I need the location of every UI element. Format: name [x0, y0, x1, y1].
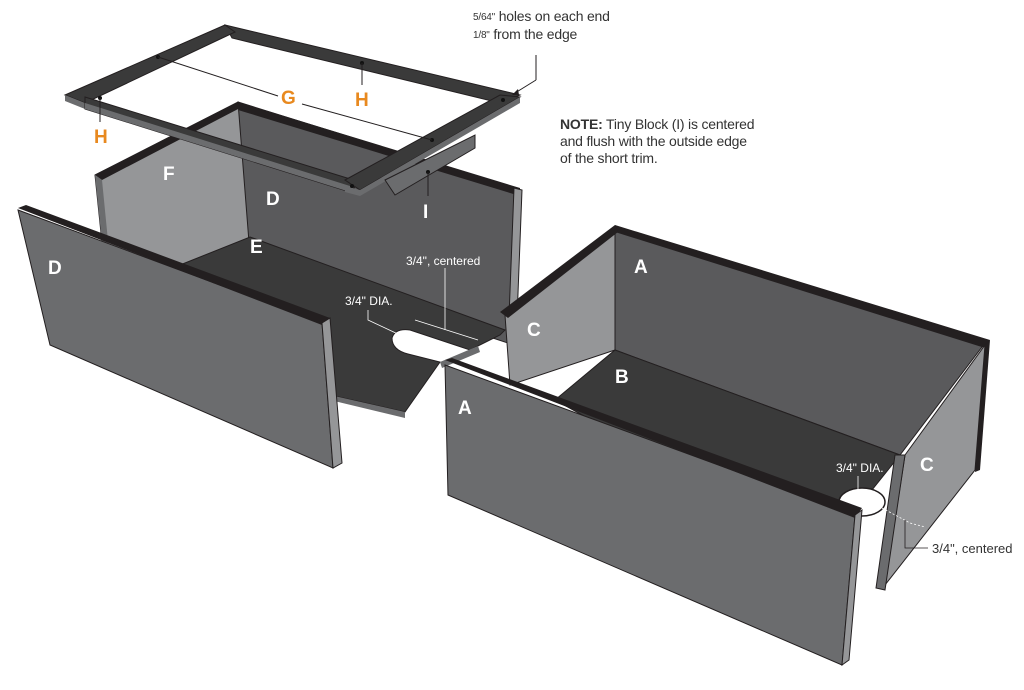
callout-text-1: holes on each end	[495, 8, 610, 24]
dim-right-hole-centered: 3/4", centered	[932, 541, 1013, 556]
left-front-panel	[17, 205, 343, 469]
dim-left-notch-centered: 3/4", centered	[406, 254, 480, 268]
label-G: G	[281, 88, 296, 109]
label-F: F	[163, 164, 175, 185]
note-line-3: of the short trim.	[560, 150, 658, 166]
right-front-panel	[444, 358, 863, 667]
label-A-front: A	[458, 398, 472, 419]
dim-left-notch-dia: 3/4" DIA.	[345, 294, 393, 308]
label-I: I	[423, 202, 428, 223]
label-A-back: A	[634, 257, 648, 278]
label-H-left: H	[94, 127, 108, 148]
callout-text-2: from the edge	[489, 26, 578, 42]
callout-fraction-1: 5/64"	[473, 12, 496, 23]
label-D-back: D	[266, 189, 280, 210]
dim-right-hole-dia: 3/4" DIA.	[836, 461, 884, 475]
label-H-right: H	[355, 90, 369, 111]
note-heading: NOTE:	[560, 116, 603, 132]
assembly-note: NOTE: Tiny Block (I) is centered and flu…	[560, 116, 755, 167]
label-B: B	[615, 367, 629, 388]
trim-frame	[63, 24, 537, 196]
label-C-right: C	[920, 455, 934, 476]
label-D-front: D	[48, 258, 62, 279]
label-C-left: C	[527, 320, 541, 341]
note-line-1: Tiny Block (I) is centered	[602, 116, 755, 132]
callout-fraction-2: 1/8"	[473, 30, 490, 41]
trim-hole-callout: 5/64" holes on each end 1/8" from the ed…	[473, 8, 610, 44]
label-E: E	[250, 237, 263, 258]
note-line-2: and flush with the outside edge	[560, 133, 747, 149]
